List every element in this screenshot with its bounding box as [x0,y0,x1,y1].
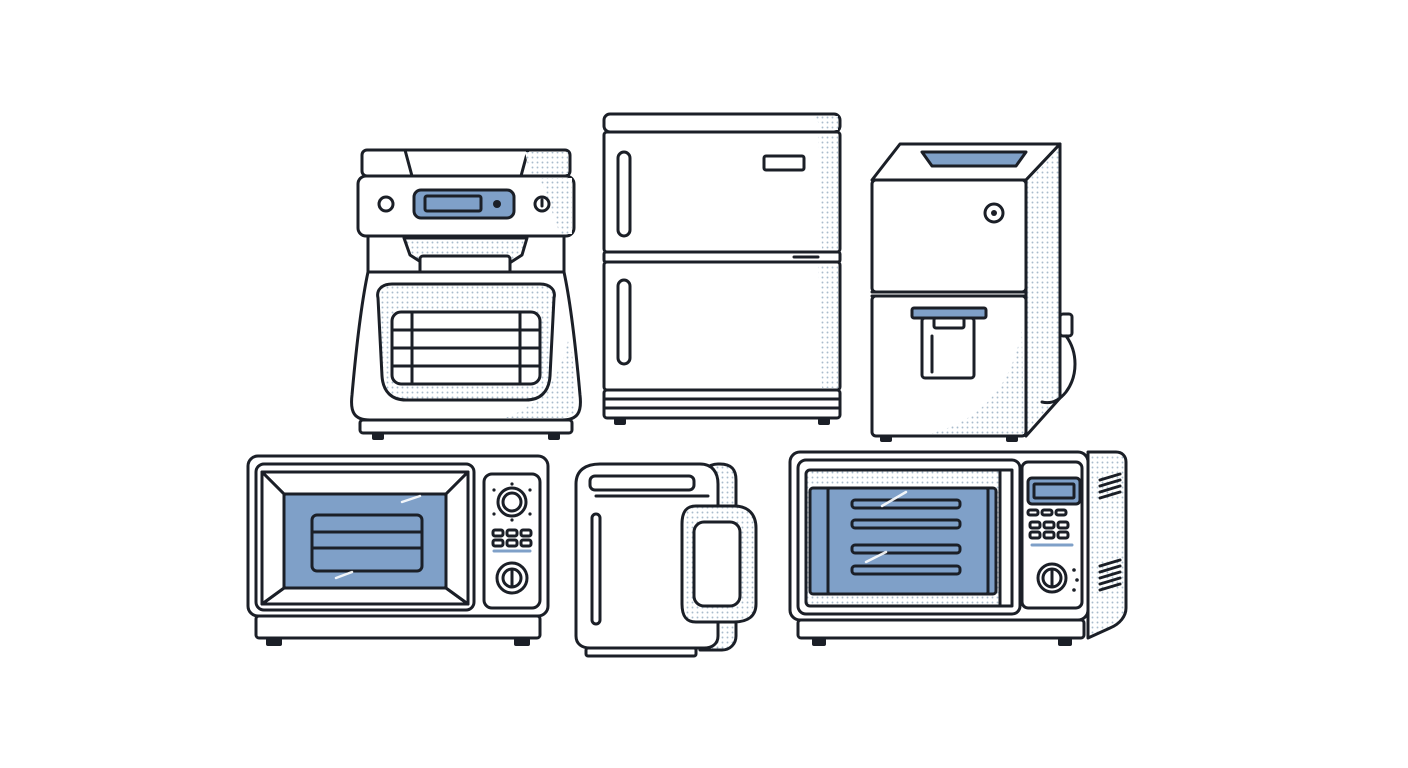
refrigerator-icon [602,112,842,425]
microwave-icon [788,450,1128,646]
toaster-oven-icon [246,454,550,646]
coffee-maker-icon [350,148,582,440]
water-dispenser-icon [870,142,1077,442]
toaster-icon [574,462,758,658]
